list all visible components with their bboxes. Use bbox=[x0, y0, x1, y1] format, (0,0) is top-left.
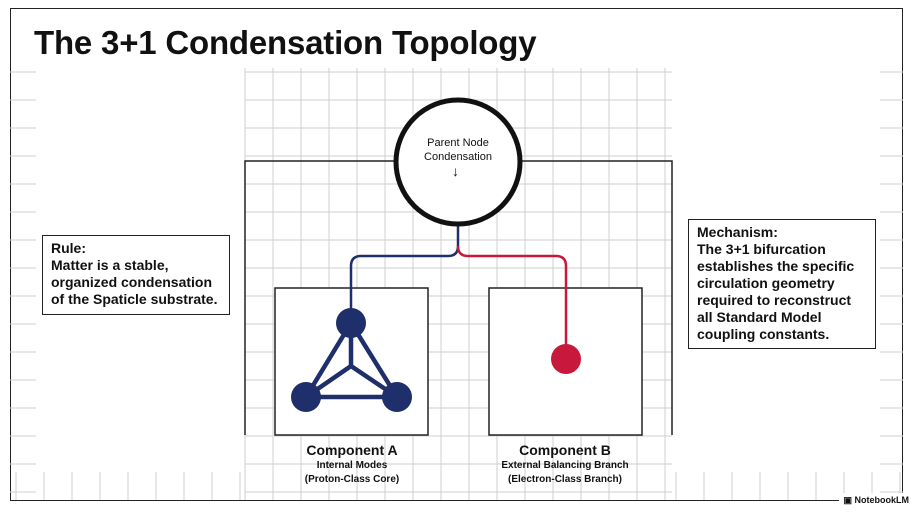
mechanism-line: The 3+1 bifurcation bbox=[697, 241, 826, 257]
parent-node-label: Parent Node Condensation bbox=[398, 136, 518, 164]
rule-line: organized condensation bbox=[51, 274, 213, 290]
parent-node-label-line1: Parent Node bbox=[427, 137, 489, 149]
component-b-sub2: (Electron-Class Branch) bbox=[508, 474, 622, 485]
mechanism-box: Mechanism: The 3+1 bifurcation establish… bbox=[688, 219, 876, 349]
parent-node-circle bbox=[393, 97, 523, 227]
connector-to-b bbox=[456, 245, 568, 358]
watermark-text: NotebookLM bbox=[854, 495, 910, 505]
rule-box: Rule: Matter is a stable, organized cond… bbox=[42, 235, 230, 315]
mechanism-line: coupling constants. bbox=[697, 326, 830, 342]
mechanism-line: establishes the specific bbox=[697, 258, 855, 274]
component-b-caption: Component B External Balancing Branch (E… bbox=[460, 441, 670, 487]
mechanism-line: required to reconstruct bbox=[697, 292, 852, 308]
watermark-logo: ▣ NotebookLM bbox=[839, 493, 913, 508]
rule-line: Matter is a stable, bbox=[51, 257, 169, 273]
outer-frame bbox=[10, 8, 903, 501]
component-b-sub1: External Balancing Branch bbox=[501, 460, 629, 471]
component-a-sub2: (Proton-Class Core) bbox=[304, 474, 400, 485]
parent-node-label-line2: Condensation bbox=[424, 151, 492, 163]
notebook-icon: ▣ bbox=[843, 495, 852, 505]
mechanism-line: circulation geometry bbox=[697, 275, 835, 291]
component-a-caption: Component A Internal Modes (Proton-Class… bbox=[247, 441, 457, 487]
mechanism-line: all Standard Model bbox=[697, 309, 822, 325]
page-title: The 3+1 Condensation Topology bbox=[34, 24, 537, 61]
mechanism-heading: Mechanism: bbox=[697, 224, 778, 240]
proton-node-top bbox=[336, 308, 366, 338]
component-b-name: Component B bbox=[519, 442, 611, 458]
rule-line: of the Spaticle substrate. bbox=[51, 291, 218, 307]
rule-heading: Rule: bbox=[51, 240, 86, 256]
proton-node-right bbox=[382, 382, 412, 412]
electron-node bbox=[551, 344, 581, 374]
component-a-sub1: Internal Modes bbox=[316, 460, 388, 471]
component-a-name: Component A bbox=[306, 442, 398, 458]
proton-node-left bbox=[291, 382, 321, 412]
down-arrow-icon: ↓ bbox=[452, 163, 459, 179]
